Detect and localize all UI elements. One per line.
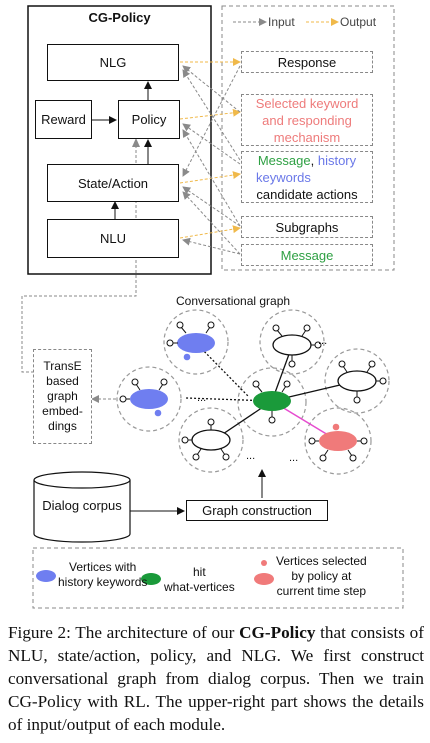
caption-text-1: The architecture of our bbox=[70, 623, 240, 642]
selected-keyword-line3: mechanism bbox=[273, 129, 341, 145]
green-vertex bbox=[253, 391, 291, 411]
io-panel-frame bbox=[221, 5, 395, 271]
graph-ellipsis-3: ... bbox=[289, 452, 299, 464]
plain-vertex-2 bbox=[337, 370, 377, 392]
legend-red-line1: Vertices selected bbox=[276, 554, 367, 568]
legend-blue-swatch bbox=[36, 570, 56, 582]
transe-line-5: dings bbox=[48, 419, 77, 433]
legend-green-line2: what-vertices bbox=[164, 580, 235, 594]
nlu-box: NLU bbox=[47, 219, 179, 258]
transe-line-1: TransE bbox=[43, 359, 82, 373]
policy-box: Policy bbox=[118, 100, 180, 139]
legend-red-swatch bbox=[254, 573, 274, 585]
history-label: history bbox=[317, 152, 357, 168]
legend-red-text: Vertices selected by policy at current t… bbox=[276, 554, 367, 599]
cg-policy-title: CG-Policy bbox=[88, 10, 151, 25]
legend-frame bbox=[32, 547, 404, 609]
reward-box: Reward bbox=[35, 100, 92, 139]
blue-leaf-1 bbox=[183, 353, 191, 361]
message-to-nlg-input bbox=[182, 69, 241, 161]
plain-vertex-3 bbox=[191, 429, 231, 451]
selected-keyword-line2: and responding bbox=[262, 112, 352, 128]
transe-line-3: graph bbox=[47, 389, 78, 403]
candidate-actions-label: candidate actions bbox=[256, 186, 358, 202]
dialog-corpus-cylinder bbox=[33, 471, 131, 543]
graph-construction-box: Graph construction bbox=[186, 500, 328, 521]
nlu-output-arrow bbox=[179, 225, 241, 239]
red-leaf bbox=[332, 423, 340, 431]
caption-prefix: Figure 2: bbox=[8, 623, 71, 642]
selected-keyword-box: Selected keyword and responding mechanis… bbox=[241, 94, 373, 146]
blue-vertex-1 bbox=[177, 333, 215, 353]
blue-leaf-2 bbox=[154, 409, 162, 417]
conversational-graph-label: Conversational graph bbox=[176, 294, 291, 308]
blue-vertex-2 bbox=[130, 389, 168, 409]
plain-vertex-1 bbox=[272, 334, 312, 356]
message-green-label: Message bbox=[257, 152, 311, 168]
graph-ellipsis-1: ... bbox=[197, 392, 207, 404]
message-to-policy-input bbox=[182, 123, 241, 165]
state-output-arrow bbox=[179, 171, 241, 184]
message-to-state-input bbox=[182, 191, 241, 255]
caption-text-2: that consists of NLU, state/action, poli… bbox=[8, 623, 424, 734]
figure-caption: Figure 2: The architecture of our CG-Pol… bbox=[8, 621, 424, 736]
legend-blue-text: Vertices with history keywords bbox=[58, 560, 147, 590]
message-box: Message bbox=[241, 244, 373, 266]
transe-line-2: based bbox=[46, 374, 79, 388]
graph-ellipsis-4: ... bbox=[318, 335, 328, 347]
state-action-box: State/Action bbox=[47, 164, 179, 202]
legend-red-line3: current time step bbox=[276, 584, 367, 598]
transe-box: TransE based graph embed- dings bbox=[33, 349, 92, 444]
caption-bold: CG-Policy bbox=[239, 623, 316, 642]
keyword-to-nlg-input bbox=[182, 65, 241, 113]
graph-ellipsis-2: ... bbox=[246, 450, 256, 462]
legend-green-swatch bbox=[141, 573, 161, 585]
selected-keyword-line1: Selected keyword bbox=[255, 95, 359, 111]
legend-red-dot bbox=[261, 560, 267, 566]
message-label: Message bbox=[280, 247, 334, 263]
subgraphs-to-policy-input bbox=[182, 129, 241, 227]
response-box: Response bbox=[241, 51, 373, 73]
nlg-box: NLG bbox=[47, 44, 179, 81]
subgraphs-box: Subgraphs bbox=[241, 216, 373, 238]
response-label: Response bbox=[277, 54, 337, 70]
output-legend-label: Output bbox=[340, 15, 377, 29]
legend-green-line1: hit bbox=[193, 565, 206, 579]
dialog-corpus-label: Dialog corpus bbox=[42, 498, 122, 513]
red-vertex bbox=[319, 431, 357, 451]
policy-output-arrow bbox=[179, 108, 241, 120]
history-keywords-label: keywords bbox=[256, 169, 311, 185]
legend-blue-line1: Vertices with bbox=[69, 560, 137, 574]
transe-line-4: embed- bbox=[42, 404, 83, 418]
legend-green-text: hit what-vertices bbox=[164, 565, 235, 595]
diagram-canvas bbox=[21, 5, 404, 609]
transe-to-policy-path bbox=[21, 140, 137, 373]
message-history-box: Message, history keywords candidate acti… bbox=[241, 151, 373, 203]
response-to-state-input bbox=[182, 65, 241, 177]
cg-policy-frame bbox=[27, 5, 212, 275]
leaf-nodes bbox=[119, 321, 387, 462]
input-legend-label: Input bbox=[268, 15, 295, 29]
subgraphs-to-state-input bbox=[182, 186, 241, 227]
subgraph-circles bbox=[116, 309, 390, 475]
legend-blue-line2: history keywords bbox=[58, 575, 148, 589]
legend-red-line2: by policy at bbox=[291, 569, 352, 583]
subgraphs-label: Subgraphs bbox=[275, 219, 339, 235]
comma-label: , bbox=[310, 152, 315, 168]
